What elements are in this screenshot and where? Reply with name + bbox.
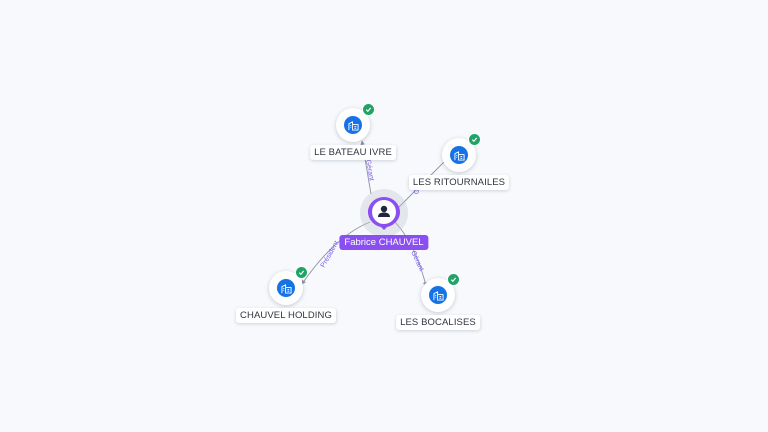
verified-check-icon <box>295 266 308 279</box>
company-badge <box>269 266 308 305</box>
verified-check-icon <box>362 103 375 116</box>
verified-check-icon <box>468 133 481 146</box>
edge-label-les-bocalises: Gérant <box>409 250 424 272</box>
building-icon <box>429 286 447 304</box>
building-icon <box>277 279 295 297</box>
edge-label-le-bateau-ivre: Gérant <box>364 159 375 181</box>
company-name-label: LES BOCALISES <box>396 315 480 330</box>
company-name-label: LE BATEAU IVRE <box>310 145 396 160</box>
company-name-label: LES RITOURNAILES <box>408 175 510 190</box>
company-badge <box>336 103 375 142</box>
edge-label-chauvel-holding: Président <box>320 240 341 269</box>
company-badge <box>421 273 460 312</box>
person-icon <box>368 197 400 230</box>
company-badge <box>442 133 481 172</box>
edge-chauvel-holding <box>301 221 371 285</box>
verified-check-icon <box>447 273 460 286</box>
building-icon <box>450 146 468 164</box>
company-name-label: CHAUVEL HOLDING <box>236 308 336 323</box>
person-name-label: Fabrice CHAUVEL <box>339 235 429 250</box>
building-icon <box>344 116 362 134</box>
